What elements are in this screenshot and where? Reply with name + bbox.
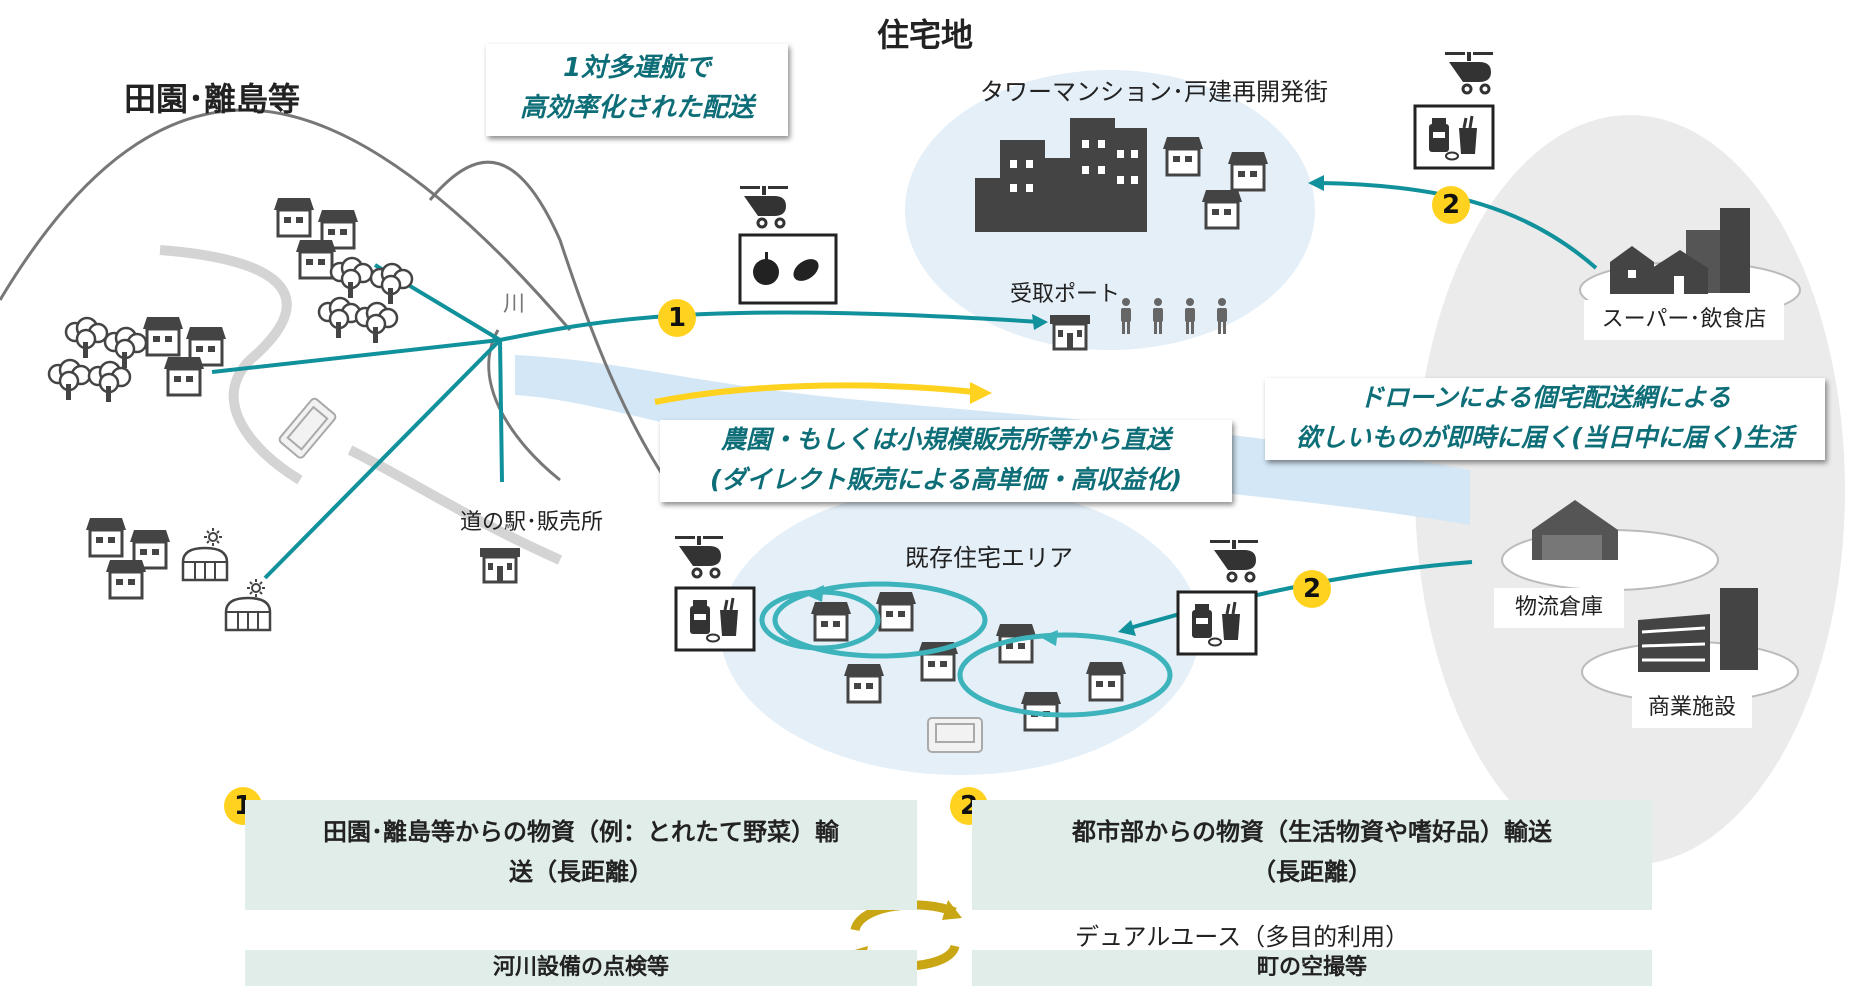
truck-icon bbox=[927, 717, 983, 753]
mountain-right bbox=[428, 160, 682, 501]
tree-icon bbox=[47, 358, 92, 402]
panel-line: （長距離） bbox=[1252, 858, 1372, 886]
mountain-left bbox=[0, 108, 572, 331]
dual-use-label: デュアルユース（多目的利用） bbox=[1075, 923, 1410, 951]
route2-bottom-arrowhead bbox=[1118, 620, 1136, 636]
urban-supply-area bbox=[1415, 115, 1845, 865]
house-icon bbox=[1200, 188, 1244, 230]
tree-icon bbox=[369, 262, 414, 306]
drone-icon bbox=[1208, 538, 1260, 583]
road-left bbox=[159, 245, 303, 485]
person-icon bbox=[1217, 298, 1227, 334]
direct-sales-arrowhead bbox=[970, 382, 992, 404]
panel-rural-transport: 田園･離島等からの物資（例：とれたて野菜）輸 送（長距離） bbox=[245, 800, 917, 910]
supermarket-label: スーパー･飲食店 bbox=[1584, 300, 1784, 340]
tree-icon bbox=[329, 256, 374, 300]
route-2-badge: 2 bbox=[1293, 570, 1331, 608]
loop-delivery-ring bbox=[772, 581, 988, 659]
route2-top-arrowhead bbox=[1308, 175, 1324, 191]
house-icon bbox=[104, 558, 148, 600]
eggplant-icon bbox=[793, 259, 819, 281]
station-icon bbox=[1048, 313, 1092, 351]
house-icon bbox=[874, 590, 918, 632]
medicine-icon bbox=[1413, 104, 1495, 170]
loop-delivery-ring bbox=[957, 632, 1173, 718]
house-icon bbox=[842, 662, 886, 704]
callout-line: 高効率化された配送 bbox=[519, 93, 754, 123]
loop-arrowhead bbox=[1040, 630, 1058, 646]
medicine-icon bbox=[674, 586, 756, 652]
sun-icon bbox=[203, 527, 223, 547]
apple-icon bbox=[753, 259, 779, 285]
rural-title: 田園･離島等 bbox=[124, 80, 301, 118]
produce-package bbox=[738, 233, 838, 305]
commercial-icon bbox=[1581, 588, 1799, 703]
direct-sales-callout: 農園・もしくは小規模販売所等から直送 (ダイレクト販売による高単価・高収益化) bbox=[660, 420, 1232, 502]
house-icon bbox=[84, 516, 128, 558]
panel-urban-transport: 都市部からの物資（生活物資や嗜好品）輸送 （長距離） bbox=[972, 800, 1652, 910]
house-icon bbox=[1084, 660, 1128, 702]
tower-label: タワーマンション･戸建再開発街 bbox=[980, 78, 1328, 106]
house-icon bbox=[809, 600, 853, 642]
tree-icon bbox=[317, 296, 362, 340]
callout-pointer bbox=[680, 148, 742, 202]
residential-title: 住宅地 bbox=[877, 16, 974, 54]
existing-area-label: 既存住宅エリア bbox=[905, 544, 1073, 572]
river-label: 川 bbox=[503, 292, 526, 317]
panel-aerial-photography: 町の空撮等 bbox=[972, 950, 1652, 986]
drone-icon bbox=[673, 534, 725, 579]
panel-line: 送（長距離） bbox=[509, 858, 653, 886]
truck-icon bbox=[278, 397, 337, 459]
direct-sales-arrow bbox=[654, 382, 976, 405]
commercial-label: 商業施設 bbox=[1632, 688, 1752, 728]
callout-line: ドローンによる個宅配送網による bbox=[1358, 383, 1732, 412]
route2-top-arrow bbox=[1319, 181, 1598, 270]
warehouse-label: 物流倉庫 bbox=[1494, 588, 1624, 628]
house-icon bbox=[272, 196, 316, 238]
roadside-station-label: 道の駅･販売所 bbox=[460, 510, 604, 535]
existing-residential-area bbox=[720, 485, 1200, 775]
callout-line: 1対多運航で bbox=[562, 53, 712, 83]
panel-river-inspection: 河川設備の点検等 bbox=[245, 950, 917, 986]
house-icon bbox=[1226, 150, 1270, 192]
route-2-badge: 2 bbox=[1432, 186, 1470, 224]
efficient-delivery-callout: 1対多運航で 高効率化された配送 bbox=[486, 44, 788, 136]
drone-icon bbox=[1443, 50, 1495, 95]
callout-line: 農園・もしくは小規模販売所等から直送 bbox=[720, 425, 1171, 454]
drone-icon bbox=[738, 184, 790, 229]
warehouse-icon bbox=[1501, 500, 1719, 591]
tree-icon bbox=[64, 316, 109, 360]
medicine-icon bbox=[1176, 590, 1258, 656]
callout-line: (ダイレクト販売による高単価・高収益化) bbox=[709, 465, 1183, 494]
route-1-badge: 1 bbox=[658, 299, 696, 337]
tree-icon bbox=[354, 301, 399, 345]
house-icon bbox=[1161, 135, 1205, 177]
station-icon bbox=[478, 546, 522, 584]
loop-arrowhead bbox=[804, 585, 824, 602]
route1-arrowhead bbox=[1032, 314, 1048, 330]
instant-delivery-callout: ドローンによる個宅配送網による 欲しいものが即時に届く(当日中に届く)生活 bbox=[1265, 378, 1825, 460]
tree-icon bbox=[87, 360, 132, 404]
sun-icon bbox=[246, 578, 266, 598]
building-icon bbox=[975, 118, 1147, 232]
greenhouse-icon bbox=[181, 546, 229, 582]
greenhouse-icon bbox=[224, 596, 272, 632]
building-windows bbox=[1010, 140, 1138, 192]
callout-line: 欲しいものが即時に届く(当日中に届く)生活 bbox=[1296, 423, 1794, 452]
panel-line: 田園･離島等からの物資（例：とれたて野菜）輸 bbox=[323, 818, 839, 846]
house-icon bbox=[141, 315, 185, 357]
pickup-port-label: 受取ポート bbox=[1010, 282, 1121, 307]
house-icon bbox=[162, 355, 206, 397]
panel-line: 都市部からの物資（生活物資や嗜好品）輸送 bbox=[1072, 818, 1552, 846]
road-lower bbox=[347, 445, 563, 565]
